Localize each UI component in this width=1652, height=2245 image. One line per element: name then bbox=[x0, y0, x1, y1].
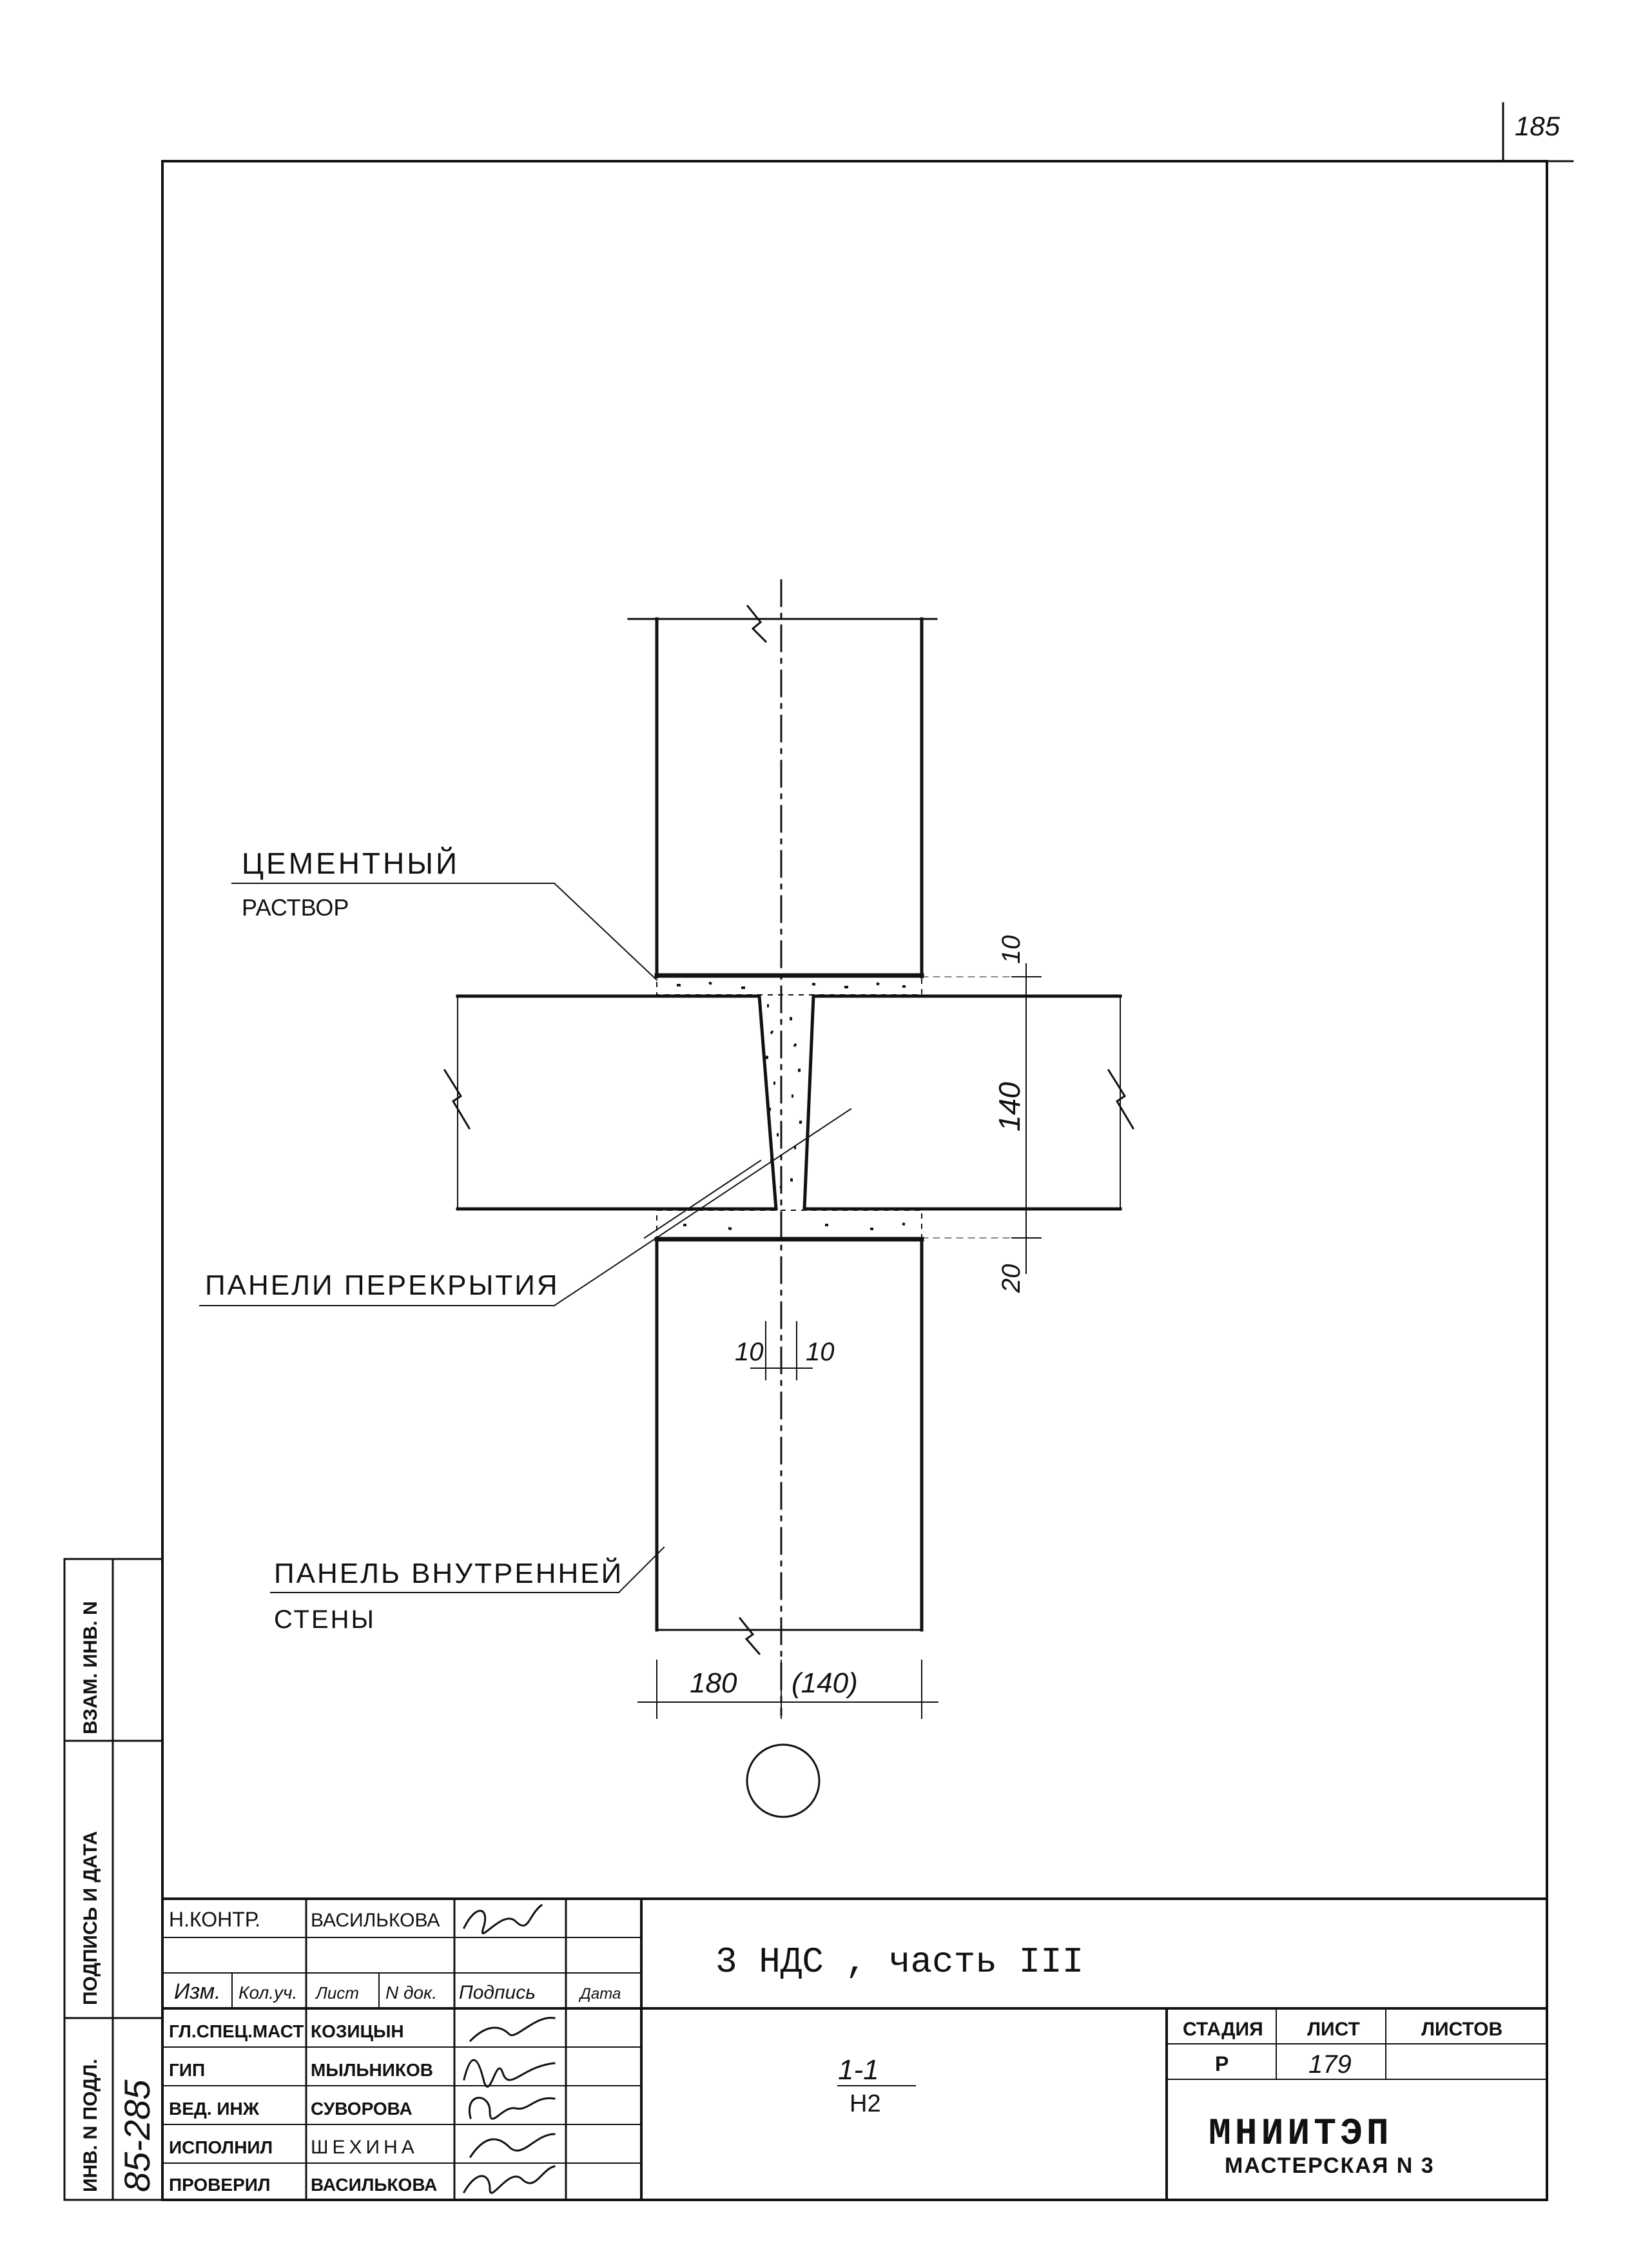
axis-marker-circle bbox=[746, 1743, 821, 1818]
tb-col-change: Изм. bbox=[174, 1979, 221, 2004]
tb-col-sheet: Лист bbox=[315, 1983, 359, 2003]
label-cement-mortar-2: РАСТВОР bbox=[242, 894, 349, 921]
tb-col-docno: N док. bbox=[385, 1983, 437, 2003]
tb-name-ispolnil: ШЕХИНА bbox=[311, 2137, 418, 2158]
tb-name-vedinzh: СУВОРОВА bbox=[311, 2099, 413, 2119]
tb-role-glspec: ГЛ.СПЕЦ.МАСТ bbox=[169, 2021, 304, 2041]
tb-sheet-code-top: 1-1 bbox=[838, 2054, 879, 2086]
tb-col-date: Дата bbox=[578, 1985, 621, 2003]
side-stamp-sign-date: ПОДПИСЬ И ДАТА bbox=[80, 1831, 101, 2005]
tb-stage-header: СТАДИЯ bbox=[1183, 2019, 1263, 2040]
side-stamp-replace-inv: ВЗАМ. ИНВ. N bbox=[80, 1601, 101, 1734]
tb-role-ispolnil: ИСПОЛНИЛ bbox=[169, 2137, 273, 2157]
tb-role-vedinzh: ВЕД. ИНЖ bbox=[169, 2099, 260, 2119]
tb-sheets-header: ЛИСТОВ bbox=[1421, 2019, 1502, 2040]
mortar-bed-bottom bbox=[656, 1210, 922, 1240]
tb-name-nkontr: ВАСИЛЬКОВА bbox=[311, 1910, 440, 1931]
right-floor-slab bbox=[802, 994, 1135, 1211]
tb-org-name: МНИИТЭП bbox=[1209, 2113, 1393, 2155]
keyway-mortar bbox=[766, 1004, 802, 1189]
upper-wall-panel bbox=[627, 604, 938, 979]
tb-role-gip: ГИП bbox=[169, 2060, 205, 2080]
dimensions: 10 140 20 10 10 180 (140) bbox=[637, 936, 1042, 1719]
label-inner-wall-panel-2: СТЕНЫ bbox=[274, 1605, 376, 1634]
tb-stage-value: Р bbox=[1215, 2052, 1229, 2075]
tb-sheet-header: ЛИСТ bbox=[1307, 2019, 1360, 2040]
tb-role-nkontr: Н.КОНТР. bbox=[169, 1908, 260, 1931]
dim-wall-width: 180 bbox=[690, 1667, 737, 1699]
tb-name-gip: МЫЛЬНИКОВ bbox=[311, 2060, 433, 2080]
dim-left-offset: 10 bbox=[735, 1338, 764, 1366]
side-stamp-handwritten-number: 85-285 bbox=[117, 2079, 157, 2192]
corner-page-number: 185 bbox=[1515, 111, 1560, 141]
side-stamp: ВЗАМ. ИНВ. N ПОДПИСЬ И ДАТА ИНВ. N ПОДЛ.… bbox=[63, 1558, 164, 2201]
dim-wall-width-alt: (140) bbox=[792, 1667, 858, 1699]
tb-name-proveril: ВАСИЛЬКОВА bbox=[311, 2175, 437, 2195]
tb-col-count: Кол.уч. bbox=[238, 1983, 297, 2003]
tb-role-proveril: ПРОВЕРИЛ bbox=[169, 2175, 271, 2195]
tb-org-sub: МАСТЕРСКАЯ N 3 bbox=[1225, 2153, 1435, 2178]
dim-slab-thickness: 140 bbox=[993, 1082, 1026, 1132]
joint-section bbox=[443, 579, 1135, 1818]
label-cement-mortar: ЦЕМЕНТНЫЙ bbox=[242, 847, 460, 880]
tb-project-title: 3 НДС , часть III bbox=[715, 1941, 1084, 1983]
side-stamp-inv-no: ИНВ. N ПОДЛ. bbox=[80, 2059, 101, 2192]
tb-sheet-value: 179 bbox=[1308, 2050, 1352, 2079]
tb-sheet-code-bottom: Н2 bbox=[850, 2090, 881, 2117]
label-floor-panels: ПАНЕЛИ ПЕРЕКРЫТИЯ bbox=[205, 1270, 559, 1301]
tb-col-signature: Подпись bbox=[459, 1982, 536, 2003]
label-inner-wall-panel: ПАНЕЛЬ ВНУТРЕННЕЙ bbox=[274, 1556, 623, 1589]
left-floor-slab bbox=[443, 994, 778, 1211]
dim-right-offset: 10 bbox=[806, 1338, 835, 1366]
sheet-frame: 185 bbox=[161, 102, 1574, 2201]
tb-name-glspec: КОЗИЦЫН bbox=[311, 2021, 404, 2041]
dim-top-gap: 10 bbox=[997, 936, 1025, 965]
lower-wall-panel bbox=[654, 1237, 924, 1656]
dim-bottom-gap: 20 bbox=[997, 1264, 1025, 1294]
leader-labels: ЦЕМЕНТНЫЙ РАСТВОР ПАНЕЛИ ПЕРЕКРЫТИЯ ПАНЕ… bbox=[199, 847, 852, 1634]
title-block: Изм. Кол.уч. Лист N док. Подпись Дата Н.… bbox=[161, 1897, 1548, 2201]
mortar-bed-top bbox=[656, 975, 922, 995]
